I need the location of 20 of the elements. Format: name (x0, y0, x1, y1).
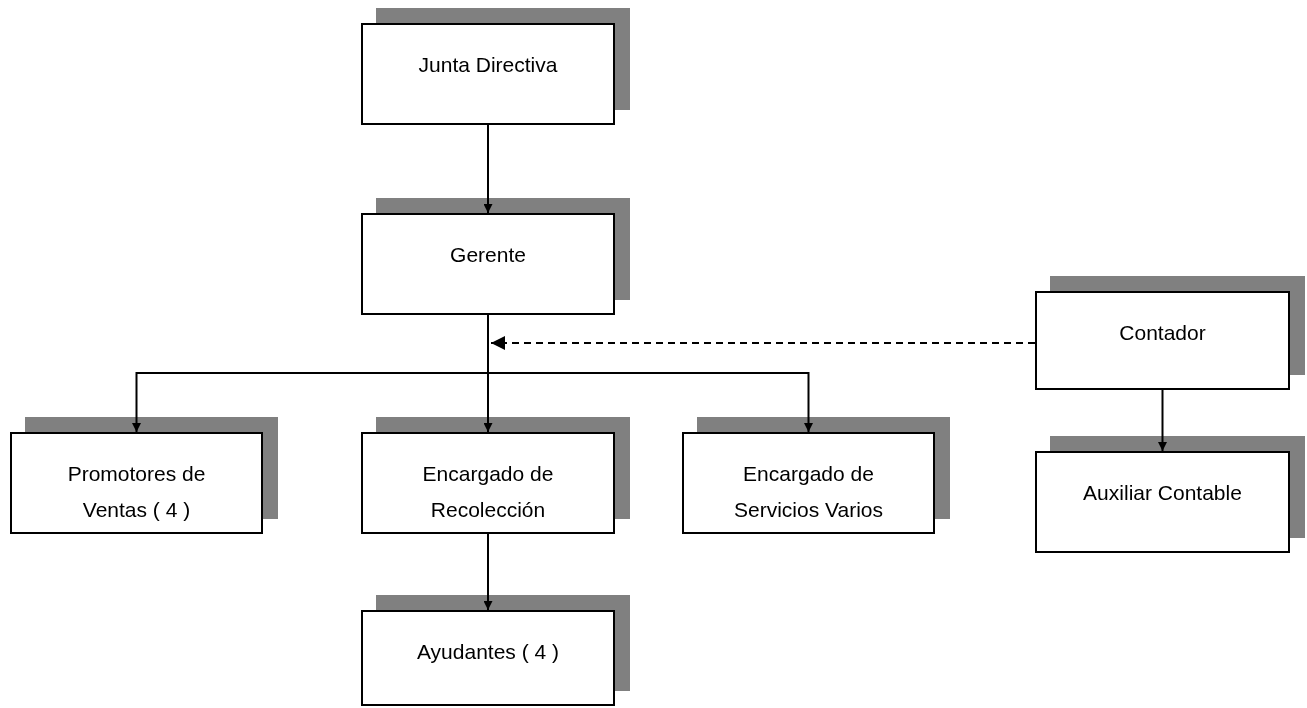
box-label: Encargado de Servicios Varios (733, 461, 884, 523)
org-box (361, 213, 615, 315)
org-box (361, 23, 615, 125)
box-label: Junta Directiva (418, 52, 558, 78)
dashed-arrow (490, 336, 1036, 350)
org-box (682, 432, 935, 534)
org-box (361, 610, 615, 706)
org-box (10, 432, 263, 534)
box-label: Gerente (450, 242, 526, 268)
arrow (483, 533, 493, 611)
org-box (361, 432, 615, 534)
box-label: Promotores de Ventas ( 4 ) (66, 461, 207, 523)
box-label: Contador (1119, 320, 1206, 346)
arrow (1158, 389, 1167, 452)
box-label: Encargado de Recolección (421, 461, 555, 523)
box-label: Ayudantes ( 4 ) (417, 639, 559, 665)
org-box (1035, 451, 1290, 553)
arrow (483, 124, 493, 214)
org-box (1035, 291, 1290, 390)
box-label: Auxiliar Contable (1083, 480, 1242, 506)
